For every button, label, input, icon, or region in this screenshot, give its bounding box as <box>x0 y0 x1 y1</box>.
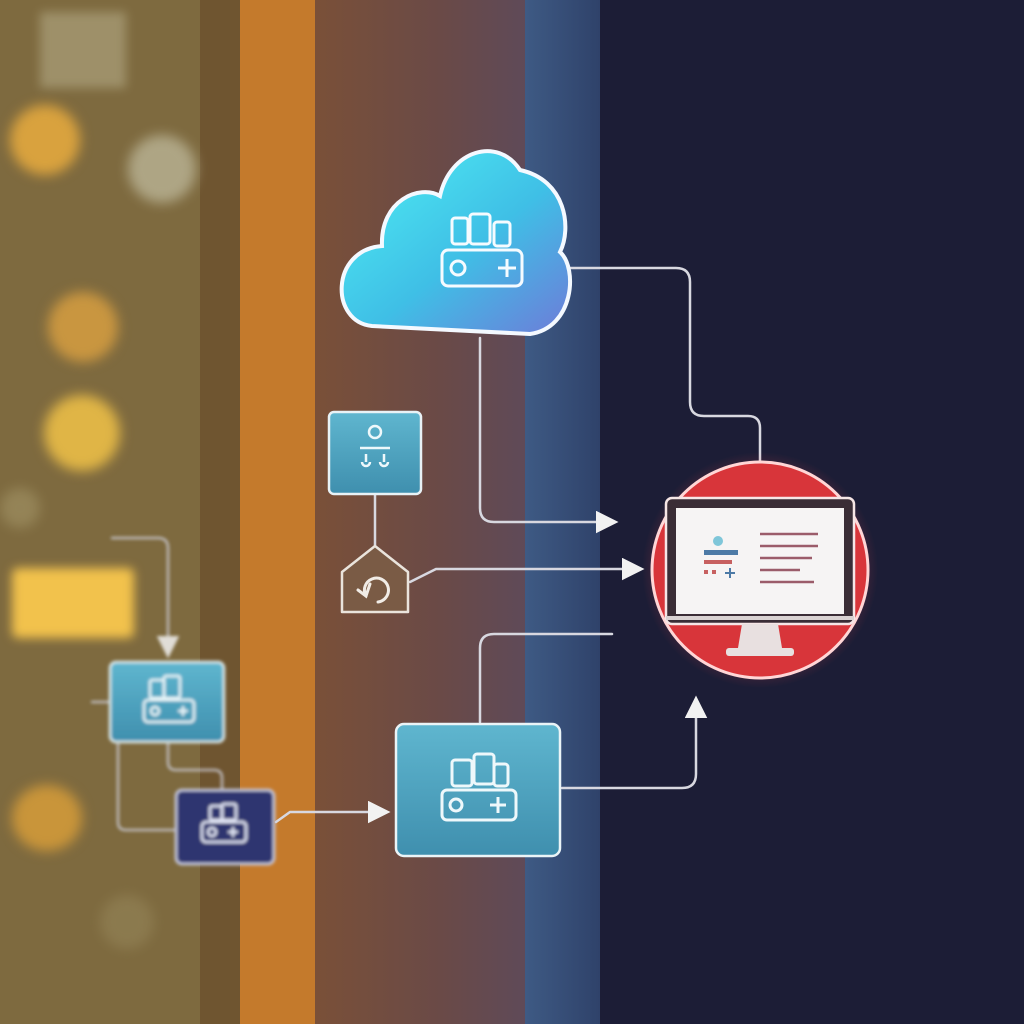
server-group-icon <box>200 802 248 844</box>
main-server-card[interactable] <box>394 722 562 858</box>
connector-server-to-monitor-bottom <box>560 695 708 790</box>
left-server-card[interactable] <box>108 660 226 744</box>
dark-server-card[interactable] <box>174 788 276 866</box>
background-blur-bar <box>12 568 134 638</box>
connector-cloud-to-monitor-top <box>566 266 762 490</box>
user-icon <box>360 424 390 468</box>
cloud-node[interactable] <box>339 149 572 337</box>
server-group-icon <box>440 752 518 822</box>
background-blur-dot <box>0 488 40 528</box>
server-group-icon <box>440 212 524 288</box>
connector-server-to-monitor-top <box>478 632 614 724</box>
background-blur-dot <box>128 135 196 203</box>
background-blur-square <box>40 12 126 88</box>
server-group-icon <box>142 674 196 724</box>
user-card[interactable] <box>327 410 423 496</box>
connector-left-to-dark-side <box>116 740 178 832</box>
background-blur-dot <box>100 895 154 949</box>
refresh-icon <box>356 576 390 604</box>
background-blur-dot <box>44 395 120 471</box>
monitor-node[interactable] <box>642 452 878 688</box>
monitor-dashboard-icon <box>664 496 856 656</box>
background-blur-dot <box>10 105 80 175</box>
connector-left-incoming <box>110 536 180 659</box>
connector-left-to-dark-top <box>166 740 224 792</box>
background-blur-dot <box>12 785 82 851</box>
connector-dark-to-main-server <box>274 800 391 824</box>
background-blur-dot <box>48 292 118 362</box>
connector-home-to-monitor <box>408 557 645 584</box>
home-sync-node[interactable] <box>340 544 410 614</box>
connector-cloud-to-monitor-left <box>478 336 619 534</box>
